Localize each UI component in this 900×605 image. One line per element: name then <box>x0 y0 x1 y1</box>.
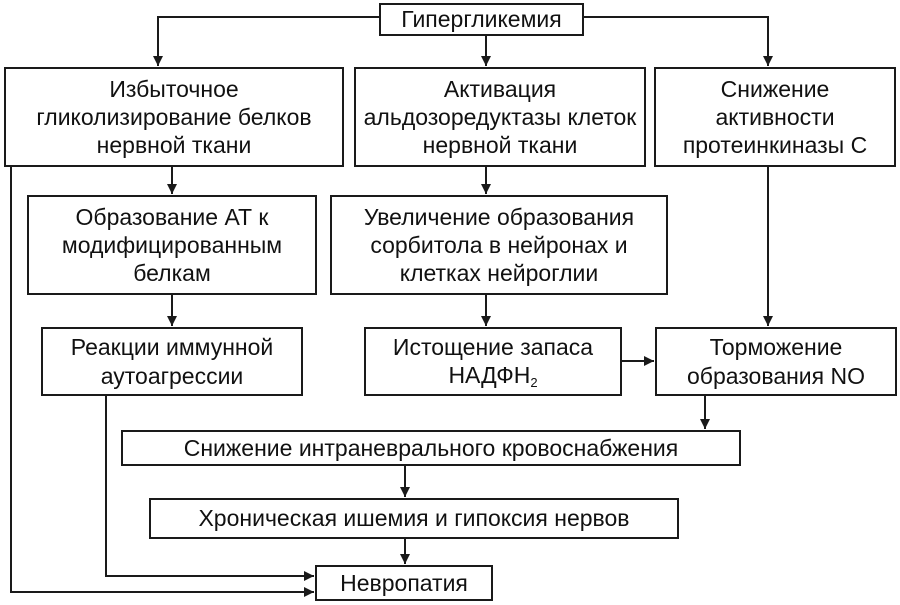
edge-glycosylation-neuropathy <box>10 167 314 597</box>
node-immune-autoaggression: Реакции иммунной аутоагрессии <box>41 327 303 396</box>
node-sorbitol-label: Увеличение образования сорбитола в нейро… <box>363 203 635 287</box>
node-hyperglycemia: Гипергликемия <box>379 3 584 36</box>
node-no-inhibition-label: Торможение образования NO <box>686 334 865 389</box>
node-sorbitol-increase: Увеличение образования сорбитола в нейро… <box>330 195 668 295</box>
node-blood-supply-label: Снижение интраневрального кровоснабжения <box>183 434 679 461</box>
node-nadph-text: Истощение запаса НАДФН <box>392 333 594 388</box>
node-aldose-reductase-activation: Активация альдозоредуктазы клеток нервно… <box>354 67 646 167</box>
node-no-inhibition: Торможение образования NO <box>655 327 897 396</box>
node-protein-glycosylation-label: Избыточное гликолизирование белков нервн… <box>36 75 312 159</box>
node-protein-glycosylation: Избыточное гликолизирование белков нервн… <box>4 67 344 167</box>
node-nadph-label: Истощение запаса НАДФН2 <box>370 333 616 391</box>
node-pkc-label: Снижение активности протеинкиназы С <box>682 75 868 159</box>
edge-hyperglycemia-glycosylation <box>153 16 379 66</box>
node-neuropathy-label: Невропатия <box>340 569 468 596</box>
edge-hyperglycemia-pkc <box>584 16 773 66</box>
node-nadph-depletion: Истощение запаса НАДФН2 <box>364 327 622 396</box>
edge-autoaggression-neuropathy <box>105 396 314 581</box>
node-intraneural-blood-supply-decrease: Снижение интраневрального кровоснабжения <box>121 430 741 466</box>
node-hyperglycemia-label: Гипергликемия <box>401 6 562 33</box>
node-antibody-formation: Образование АТ к модифицированным белкам <box>27 195 317 295</box>
node-aldose-reductase-label: Активация альдозоредуктазы клеток нервно… <box>363 75 637 159</box>
node-pkc-activity-decrease: Снижение активности протеинкиназы С <box>654 67 896 167</box>
node-neuropathy: Невропатия <box>315 565 493 601</box>
node-nadph-subscript: 2 <box>530 374 538 390</box>
node-antibody-formation-label: Образование АТ к модифицированным белкам <box>61 203 283 287</box>
node-immune-autoaggression-label: Реакции иммунной аутоагрессии <box>70 334 274 389</box>
node-chronic-ischemia-hypoxia: Хроническая ишемия и гипоксия нервов <box>149 498 679 539</box>
node-ischemia-label: Хроническая ишемия и гипоксия нервов <box>198 505 630 532</box>
